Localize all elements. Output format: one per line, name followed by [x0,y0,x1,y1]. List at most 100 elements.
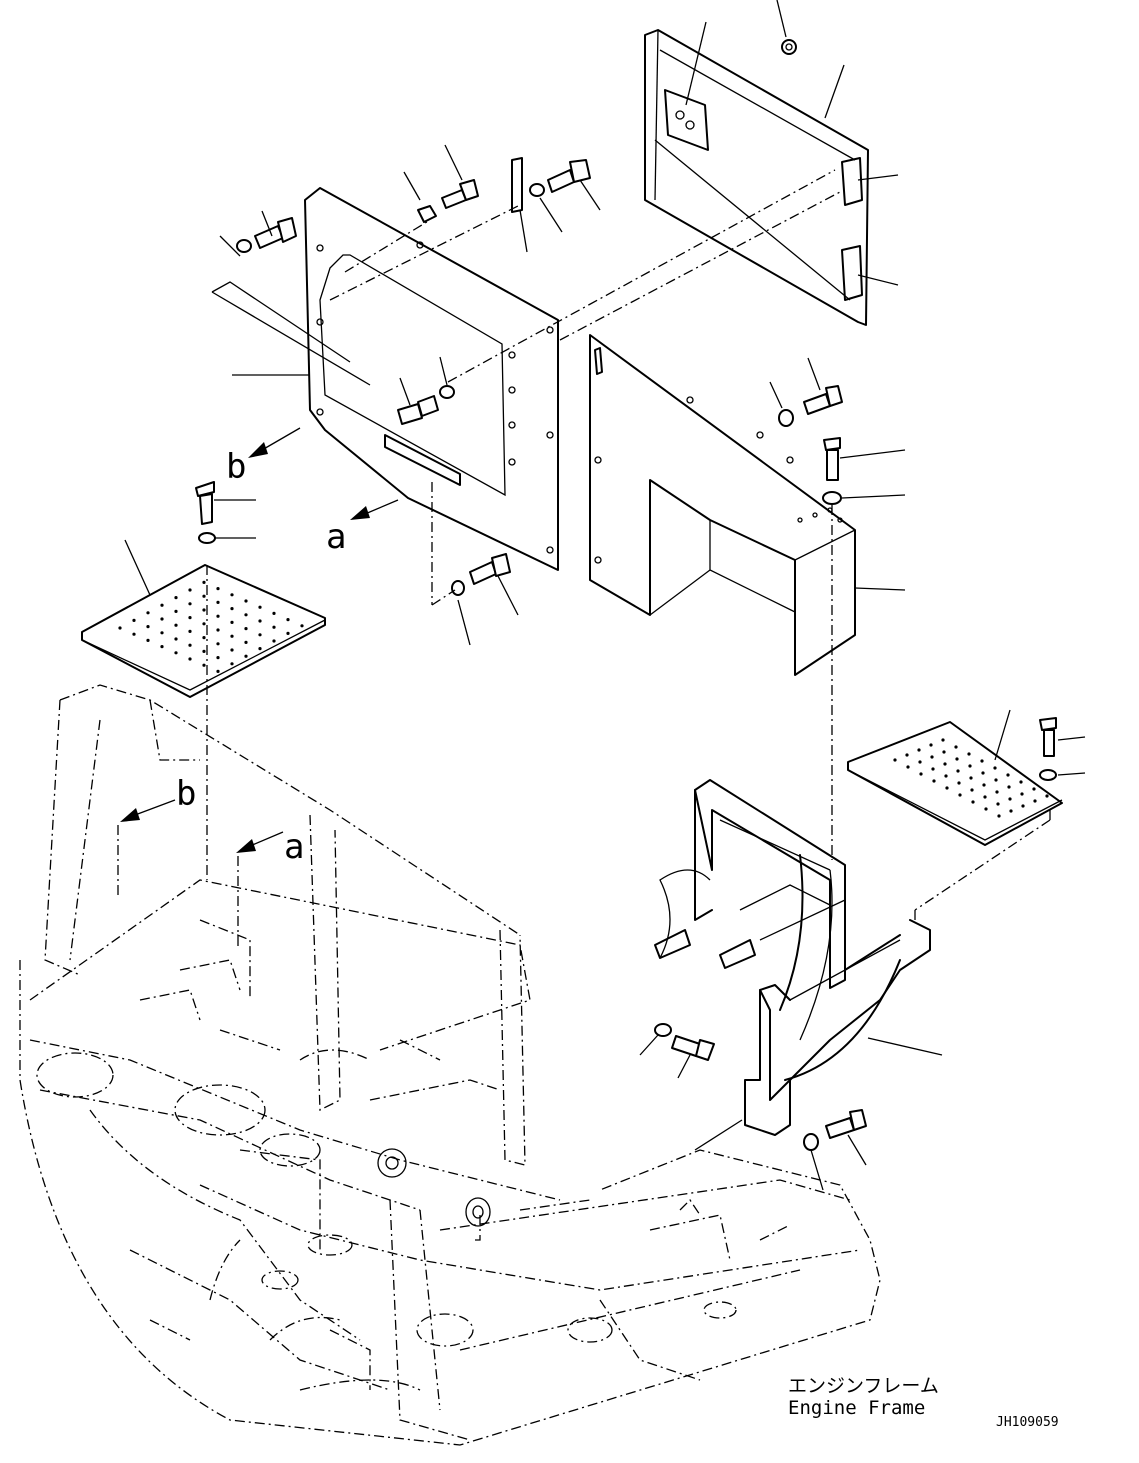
perforation-dot [300,624,304,628]
perforation-dot [917,748,921,752]
alignment-lines [117,169,1051,950]
perforation-dot [941,738,945,742]
step-bracket [654,779,931,1136]
perforation-dot [970,788,974,792]
perforation-dot [202,608,206,612]
perforation-dot [1021,804,1025,808]
perforation-dot [216,656,220,660]
perforation-dot [943,762,947,766]
perforation-dot [202,580,206,585]
caption-english: Engine Frame [788,1397,925,1419]
view-label-b-upper: b [226,447,246,487]
perforation-dot [1007,785,1011,789]
drawing-id: JH109059 [996,1415,1059,1430]
perforation-dot [956,769,960,773]
perforation-dot [258,647,262,651]
perforation-dot [945,786,949,790]
perforation-dot [286,618,290,622]
perforation-dot [202,663,206,667]
perforation-dot [919,772,923,776]
leader-lines [124,0,1086,1191]
perforation-dot [216,642,220,646]
perforation-dot [230,634,234,638]
left-cover-panel [304,187,559,571]
perforation-dot [230,607,234,611]
perforation-dot [202,622,206,626]
perforation-dot [954,745,958,749]
perforation-dot [1008,797,1012,801]
perforation-dot [1045,794,1049,798]
perforation-dot [216,669,220,674]
perforation-dot [146,638,150,643]
view-label-a-lower: a [284,827,304,867]
perforation-dot [188,602,192,606]
perforation-dot [944,774,948,778]
view-label-a-upper: a [326,517,346,557]
perforation-dot [983,795,987,799]
perforation-dot [967,752,971,756]
perforation-dot [132,632,136,636]
perforation-dot [981,771,985,775]
perforation-dot [906,765,910,769]
perforation-dot [994,778,998,782]
perforation-dot [230,593,234,597]
perforation-dot [174,651,178,655]
perforation-dot [997,814,1001,818]
perforation-dot [980,759,984,763]
perforation-dot [216,587,220,591]
view-arrows [120,427,399,853]
perforation-dot [958,793,962,797]
perforation-dot [905,753,909,757]
perforation-dot [929,743,933,747]
perforation-dot [188,643,192,647]
perforation-dot [244,599,248,603]
perforation-dot [942,750,946,754]
view-label-b-lower: b [176,774,196,814]
perforation-dot [982,783,986,787]
perforation-dot [160,631,164,635]
perforation-dot [174,623,178,627]
perforation-dot [244,640,248,645]
perforation-dot [216,614,220,618]
perforation-dot [955,757,959,761]
perforation-dot [1033,799,1037,803]
perforation-dot [244,654,248,658]
perforation-dot [244,627,248,631]
perforation-dot [931,767,935,771]
perforation-dot [118,626,122,630]
perforation-dot [174,609,178,614]
perforation-dot [188,588,192,592]
perforation-dot [146,611,150,615]
perforation-dot [258,619,262,623]
right-step-plate [847,721,1063,846]
top-cover-panel [644,29,869,326]
perforation-dot [160,603,164,607]
perforation-dot [160,617,164,621]
perforation-dot [230,662,234,666]
perforation-dot [996,802,1000,806]
perforation-dot [202,636,206,640]
perforation-dot [918,760,922,764]
perforation-dot [286,631,290,636]
perforation-dot [216,628,220,632]
perforation-dot [1019,780,1023,784]
perforation-dot [272,611,276,616]
perforation-dot [132,618,136,623]
perforation-dot [930,755,934,759]
perforation-dot [188,616,192,620]
perforation-dot [160,645,164,649]
perforation-dot [244,613,248,617]
perforation-dot [230,648,234,652]
perforation-dot [969,776,973,780]
perforation-dot [957,781,961,785]
perforation-dot [230,620,234,625]
left-step-plate [81,564,326,698]
perforation-dot [1032,787,1036,791]
perforation-dot [216,600,220,605]
perforation-dot [984,807,988,811]
perforation-dot [146,625,150,629]
perforation-dot [202,594,206,598]
caption-japanese: エンジンフレーム [788,1375,939,1397]
perforation-dot [258,633,262,637]
perforation-dot [995,790,999,794]
